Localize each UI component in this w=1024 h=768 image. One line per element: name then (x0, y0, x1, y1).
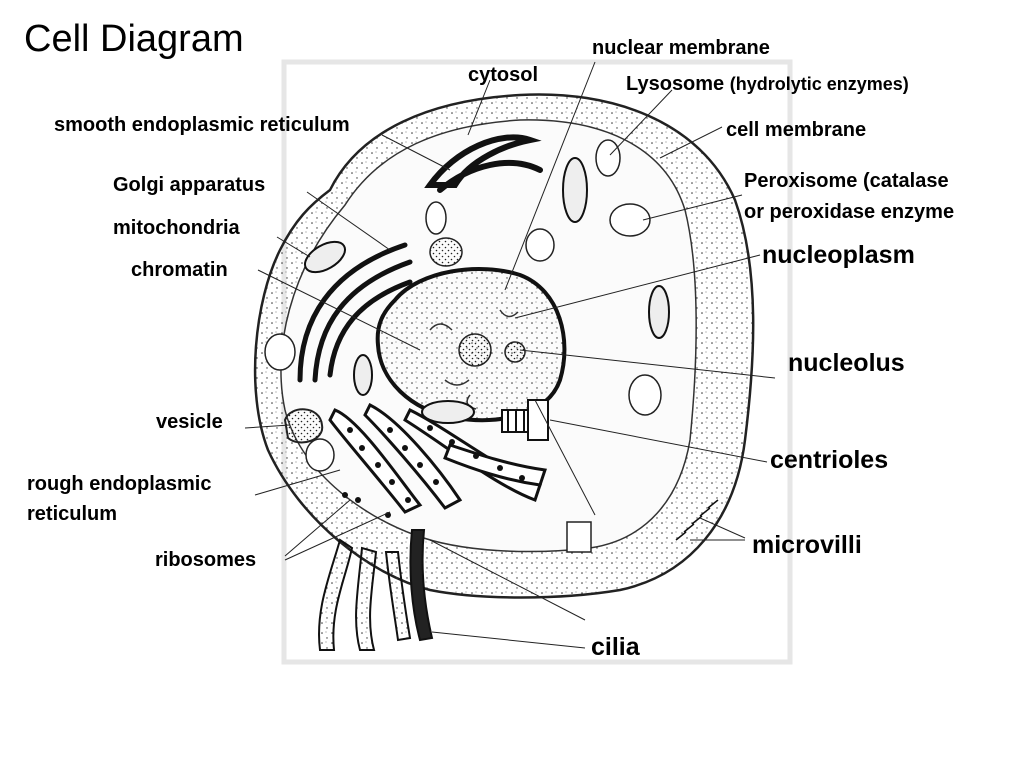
page-title: Cell Diagram (24, 18, 244, 60)
label-rough-er-line2: reticulum (27, 503, 118, 525)
label-peroxisome-line2: or peroxidase enzyme (744, 201, 955, 223)
label-centrioles: centrioles (770, 446, 889, 474)
label-nuclear-membrane: nuclear membrane (592, 37, 770, 59)
label-ribosomes: ribosomes (155, 549, 257, 571)
nucleolus-shape-2 (504, 341, 526, 363)
golgi-shape (297, 242, 413, 383)
label-mitochondria: mitochondria (113, 217, 240, 239)
label-smooth-er: smooth endoplasmic reticulum (54, 114, 350, 136)
label-cell-membrane: cell membrane (726, 119, 867, 141)
label-rough-er-line1: rough endoplasmic (27, 473, 212, 495)
label-lysosome: Lysosome (hydrolytic enzymes) (626, 72, 909, 96)
label-cytosol: cytosol (468, 64, 539, 86)
label-nucleoplasm: nucleoplasm (762, 241, 915, 269)
small-organelles (264, 139, 662, 472)
label-nucleolus: nucleolus (788, 349, 905, 377)
label-cilia: cilia (591, 633, 640, 661)
microvilli-shapes (675, 499, 719, 541)
label-golgi: Golgi apparatus (113, 174, 266, 196)
label-lysosome-note: (hydrolytic enzymes) (729, 74, 909, 94)
chromatin-strands (429, 309, 519, 410)
centrioles-shape (501, 399, 549, 441)
label-vesicle: vesicle (156, 411, 223, 433)
mitochondria-shapes (304, 157, 670, 424)
label-chromatin: chromatin (131, 259, 228, 281)
label-lysosome-name: Lysosome (626, 73, 725, 95)
label-peroxisome-line1: Peroxisome (catalase (744, 170, 949, 192)
cilia-shapes (318, 538, 412, 651)
cilium-shape (409, 529, 434, 642)
vesicle-shape (283, 408, 324, 444)
nucleolus-shape (458, 333, 492, 367)
leader-lines (244, 61, 776, 649)
label-microvilli: microvilli (752, 531, 862, 559)
smooth-er-shape (424, 134, 543, 193)
membrane-pore (566, 521, 592, 553)
ribosome-dots (342, 425, 525, 518)
